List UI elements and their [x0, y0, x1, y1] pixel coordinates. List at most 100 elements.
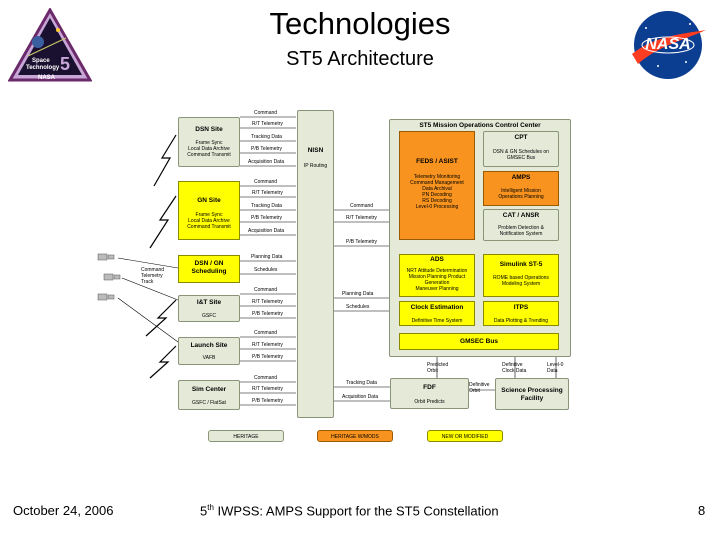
flow-label: Command	[254, 375, 278, 381]
simulink-line: ROME based Operations	[493, 275, 549, 281]
flow-label: Acquisition Data	[342, 394, 379, 400]
fdf-box: FDF Orbit Predicts	[390, 378, 469, 409]
nasa-logo: NASA	[628, 8, 708, 82]
sim-center-box: Sim Center GSFC / FlatSat	[178, 380, 240, 410]
it-site-box: I&T Site GSFC	[178, 295, 240, 322]
flow-label: Predicted Orbit	[427, 362, 449, 374]
flow-label: Planning Data	[342, 291, 374, 297]
fdf-title: FDF	[423, 384, 436, 391]
flow-label: R/T Telemetry	[252, 299, 283, 305]
ads-title: ADS	[430, 256, 444, 263]
ads-box: ADS NRT Attitude Determination Mission P…	[399, 254, 475, 297]
feds-line: Level-0 Processing	[415, 204, 459, 210]
flow-label: Schedules	[346, 304, 370, 310]
flow-label: Definitive Orbit	[469, 382, 490, 394]
clock-estimation-box: Clock Estimation Definitive Time System	[399, 301, 475, 326]
cpt-title: CPT	[514, 134, 528, 141]
nisn-title: NISN	[307, 147, 324, 154]
ads-line: Generation	[424, 280, 450, 286]
amps-line: Intelligent Mission	[501, 188, 541, 194]
feds-line: RS Decoding	[422, 198, 452, 204]
gmsec-bus-title: GMSEC Bus	[460, 338, 498, 345]
flow-label: Definitive Clock Data	[502, 362, 527, 374]
science-processing-title: Science Processing Facility	[501, 387, 563, 402]
nisn-sub: IP Routing	[303, 163, 328, 169]
slide-subtitle: ST5 Architecture	[286, 48, 434, 70]
flow-label: R/T Telemetry	[252, 190, 283, 196]
flow-label: Command	[254, 330, 278, 336]
itps-box: ITPS Data Plotting & Trending	[483, 301, 559, 326]
nasa-logo-text: NASA	[645, 36, 691, 53]
command-telemetry-track-label: Command Telemetry Track	[141, 267, 165, 285]
flow-label: R/T Telemetry	[252, 121, 283, 127]
feds-asist-box: FEDS / ASIST Telemetry Monitoring Comman…	[399, 131, 475, 240]
cpt-line: GMSEC Bus	[506, 155, 536, 161]
ads-line: Mission Planning Product	[408, 274, 466, 280]
dsn-site-title: DSN Site	[195, 126, 223, 133]
footer-number: 5	[200, 503, 208, 519]
ads-line: Maneuver Planning	[415, 286, 459, 292]
launch-site-sub: VAFB	[202, 355, 216, 361]
itps-title: ITPS	[513, 304, 529, 311]
flow-label: P/B Telemetry	[346, 239, 378, 245]
flow-label: Command	[254, 287, 278, 293]
gn-site-title: GN Site	[197, 197, 221, 204]
st5-mission-patch-logo: Space Technology 5 NASA	[7, 6, 93, 86]
flow-label: Schedules	[254, 267, 278, 273]
flow-label: R/T Telemetry	[252, 386, 283, 392]
feds-asist-title: FEDS / ASIST	[416, 158, 458, 165]
simulink-box: Simulink ST-5 ROME based Operations Mode…	[483, 254, 559, 297]
clock-line: Definitive Time System	[411, 318, 463, 324]
slide-title: Technologies	[269, 6, 451, 41]
simulink-title: Simulink ST-5	[499, 261, 543, 268]
flow-label: P/B Telemetry	[252, 354, 284, 360]
it-site-title: I&T Site	[196, 299, 222, 306]
flow-label: Tracking Data	[251, 203, 282, 209]
sim-center-title: Sim Center	[191, 386, 227, 393]
itps-line: Data Plotting & Trending	[493, 318, 549, 324]
feds-line: Telemetry Monitoring	[413, 174, 461, 180]
dsn-site-line: Command Transmit	[187, 152, 231, 158]
cpt-box: CPT DSN & GN Schedules on GMSEC Bus	[483, 131, 559, 167]
amps-line: Operations Planning	[498, 194, 544, 200]
patch-number: 5	[60, 54, 71, 74]
dsn-site-line: Frame Sync	[195, 140, 223, 146]
satellite-icon	[96, 292, 116, 302]
gn-site-box: GN Site Frame Sync Local Data Archive Co…	[178, 181, 240, 240]
flow-label: P/B Telemetry	[251, 215, 283, 221]
flow-label: Command	[350, 203, 374, 209]
moc-title: ST5 Mission Operations Control Center	[419, 122, 541, 129]
patch-text-nasa: NASA	[38, 75, 56, 81]
feds-line: PN Decoding	[422, 192, 452, 198]
satellite-icon	[102, 272, 122, 282]
cat-line: Problem Detection &	[498, 225, 544, 231]
launch-site-title: Launch Site	[190, 342, 228, 349]
fdf-sub: Orbit Predicts	[414, 399, 445, 405]
patch-text-technology: Technology	[26, 65, 60, 71]
dsn-gn-scheduling-box: DSN / GN Scheduling	[178, 255, 240, 283]
footer-date: October 24, 2006	[13, 503, 114, 518]
cat-ansr-title: CAT / ANSR	[502, 212, 540, 219]
flow-label: Planning Data	[251, 254, 283, 260]
cat-line: Notification System	[499, 231, 543, 237]
feds-line: Command Management	[410, 180, 464, 186]
flow-label: Command	[254, 110, 278, 116]
dsn-site-line: Local Data Archive	[188, 146, 230, 152]
cat-ansr-box: CAT / ANSR Problem Detection & Notificat…	[483, 209, 559, 241]
gn-site-line: Local Data Archive	[188, 218, 230, 224]
legend-heritage: HERITAGE	[208, 430, 284, 442]
flow-label: Command	[254, 179, 278, 185]
satellite-icon	[96, 252, 116, 262]
flow-label: Acquisition Data	[248, 228, 285, 234]
dsn-gn-scheduling-title: DSN / GN Scheduling	[191, 260, 227, 275]
science-processing-box: Science Processing Facility	[495, 378, 569, 410]
flow-label: R/T Telemetry	[346, 215, 377, 221]
legend-heritage-mods: HERITAGE W/MODS	[317, 430, 393, 442]
page-number: 8	[698, 503, 706, 518]
it-site-sub: GSFC	[202, 313, 216, 319]
amps-title: AMPS	[511, 174, 531, 181]
simulink-line: Modeling System	[501, 281, 541, 287]
sim-center-sub: GSFC / FlatSat	[192, 400, 226, 406]
flow-label: R/T Telemetry	[252, 342, 283, 348]
